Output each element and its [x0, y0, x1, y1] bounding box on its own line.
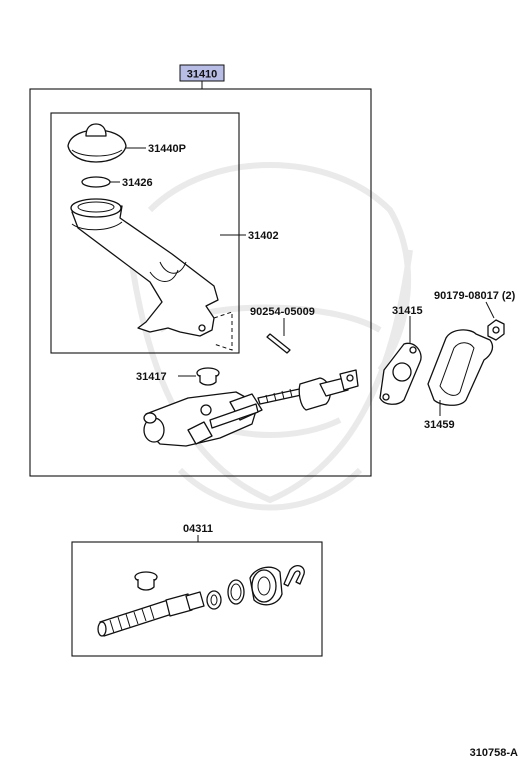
gasket-plate[interactable] [379, 342, 422, 405]
kit-snap-ring[interactable] [227, 579, 245, 605]
kit-label[interactable]: 04311 [183, 523, 213, 535]
kit-boot[interactable] [249, 566, 283, 606]
kit-piston[interactable] [97, 591, 205, 637]
assembly-frame [29, 88, 372, 477]
label-31415[interactable]: 31415 [392, 305, 423, 317]
reservoir-plug[interactable] [196, 367, 220, 386]
kit-clip[interactable] [283, 564, 305, 587]
label-31459[interactable]: 31459 [424, 419, 455, 431]
bracket-gasket[interactable] [427, 329, 494, 406]
kit-seal-ring[interactable] [206, 590, 222, 610]
label-90179-08017[interactable]: 90179-08017 (2) [434, 290, 516, 302]
reservoir-frame [50, 112, 240, 354]
reservoir-tank[interactable] [70, 198, 219, 337]
label-31426[interactable]: 31426 [122, 177, 153, 189]
reservoir-gasket[interactable] [81, 176, 111, 188]
assembly-label[interactable]: 31410 [187, 69, 218, 81]
kit-frame [71, 541, 323, 657]
figure-code: 310758-A [470, 747, 518, 759]
kit-plug[interactable] [134, 571, 158, 591]
label-31440P[interactable]: 31440P [148, 143, 186, 155]
reservoir-cap[interactable] [67, 123, 127, 163]
spring-pin[interactable] [266, 333, 291, 354]
hex-nut[interactable] [487, 319, 505, 341]
label-31417[interactable]: 31417 [136, 371, 167, 383]
label-90254-05009[interactable]: 90254-05009 [250, 306, 315, 318]
master-cylinder-body[interactable] [143, 369, 359, 447]
label-31402[interactable]: 31402 [248, 230, 279, 242]
